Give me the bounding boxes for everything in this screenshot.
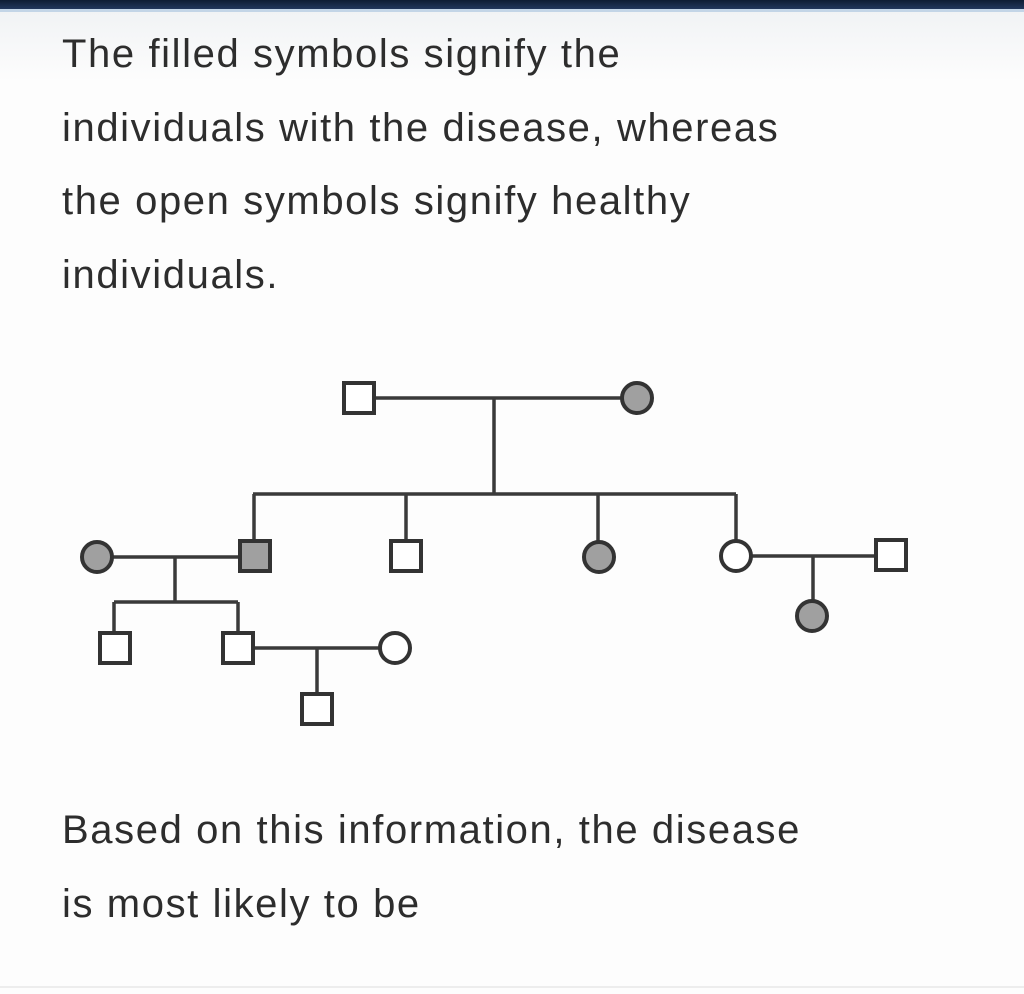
footer-divider <box>0 986 1024 988</box>
intro-text: The filled symbols signify the individua… <box>62 18 779 312</box>
pedigree-female-symbol-III-3-affected <box>795 599 829 633</box>
pedigree-female-symbol-I-2-affected <box>620 381 654 415</box>
question-text: Based on this information, the disease i… <box>62 794 801 941</box>
pedigree-male-symbol-III-1-healthy <box>98 631 132 665</box>
pedigree-female-symbol-II-4-healthy <box>719 539 753 573</box>
pedigree-female-symbol-II-1-spouse-affected <box>80 540 114 574</box>
intro-line: the open symbols signify healthy <box>62 179 692 223</box>
pedigree-male-symbol-II-2-healthy <box>389 539 423 573</box>
header-accent-line <box>0 9 1024 12</box>
pedigree-female-symbol-II-3-affected <box>582 540 616 574</box>
question-line: Based on this information, the disease <box>62 808 801 852</box>
pedigree-male-symbol-II-1-affected <box>238 539 272 573</box>
pedigree-male-symbol-II-4-spouse-healthy <box>874 538 908 572</box>
question-line: is most likely to be <box>62 881 421 926</box>
pedigree-male-symbol-I-1-healthy <box>342 381 376 415</box>
app-header-bar <box>0 0 1024 9</box>
pedigree-male-symbol-IV-1-healthy <box>300 692 334 726</box>
intro-line: The filled symbols signify the <box>62 32 622 76</box>
header-shadow <box>0 12 1024 82</box>
pedigree-female-symbol-III-2-spouse-healthy <box>378 631 412 665</box>
pedigree-male-symbol-III-2-healthy <box>221 631 255 665</box>
intro-line: individuals. <box>62 252 280 297</box>
intro-line: individuals with the disease, whereas <box>62 105 780 150</box>
